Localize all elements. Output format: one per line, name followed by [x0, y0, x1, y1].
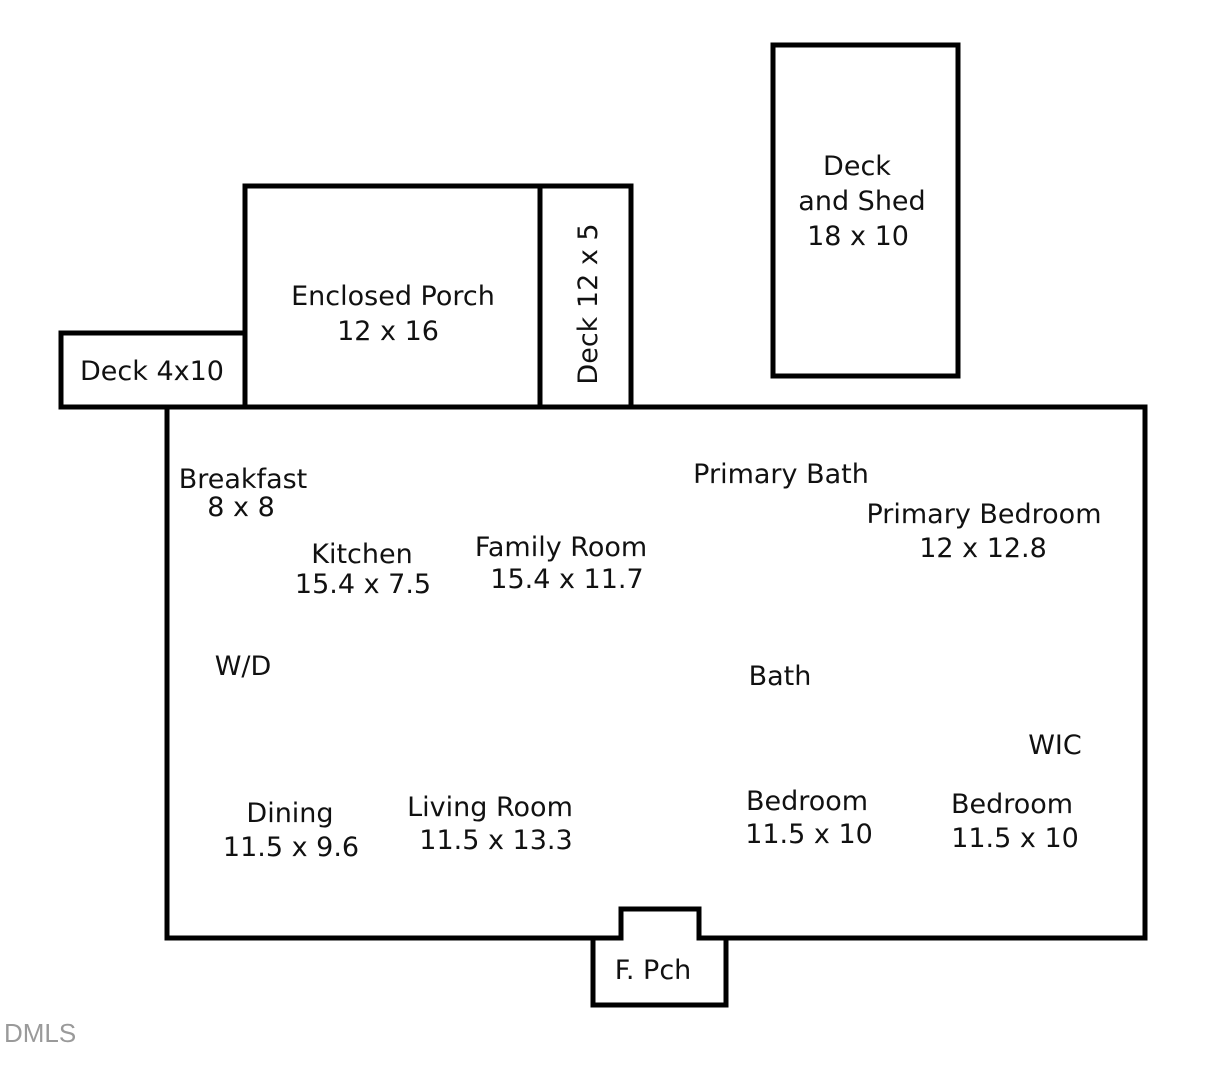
deck-4x10-outline: [58, 330, 248, 410]
living-room-label: Living Room: [407, 792, 573, 823]
wd-label: W/D: [215, 651, 272, 682]
deck-4x10-label: Deck 4x10: [80, 356, 224, 387]
family-room-dims: 15.4 x 11.7: [490, 564, 643, 595]
bath-label: Bath: [749, 661, 812, 692]
deck-shed-label-line1: Deck: [823, 151, 891, 182]
kitchen-dims: 15.4 x 7.5: [295, 569, 431, 600]
deck-shed-outline: [770, 42, 961, 379]
living-room-dims: 11.5 x 13.3: [419, 825, 572, 856]
primary-bath-label: Primary Bath: [693, 459, 869, 490]
bedroom-1-dims: 11.5 x 10: [745, 819, 873, 850]
enclosed-porch-label: Enclosed Porch: [291, 281, 495, 312]
kitchen-label: Kitchen: [311, 539, 412, 570]
bedroom-2-label: Bedroom: [951, 789, 1073, 820]
breakfast-dims: 8 x 8: [207, 492, 275, 523]
deck-12x5-label: Deck 12 x 5: [573, 223, 604, 384]
wic-label: WIC: [1028, 730, 1082, 761]
dining-dims: 11.5 x 9.6: [223, 832, 359, 863]
family-room-label: Family Room: [475, 532, 647, 563]
dmls-watermark: DMLS: [4, 1018, 76, 1048]
front-porch-label: F. Pch: [615, 955, 692, 986]
enclosed-porch-dims: 12 x 16: [337, 316, 439, 347]
main-house-outline: [164, 404, 1148, 941]
front-porch-wall-gap: [624, 932, 696, 941]
primary-bedroom-label: Primary Bedroom: [866, 499, 1101, 530]
enclosed-porch-outline: [242, 183, 543, 410]
bedroom-2-dims: 11.5 x 10: [951, 823, 1079, 854]
deck-shed-label-line2: and Shed: [798, 186, 925, 217]
breakfast-label: Breakfast: [179, 464, 308, 495]
dining-label: Dining: [246, 798, 333, 829]
primary-bedroom-dims: 12 x 12.8: [919, 533, 1047, 564]
bedroom-1-label: Bedroom: [746, 786, 868, 817]
deck-shed-dims: 18 x 10: [807, 221, 909, 252]
